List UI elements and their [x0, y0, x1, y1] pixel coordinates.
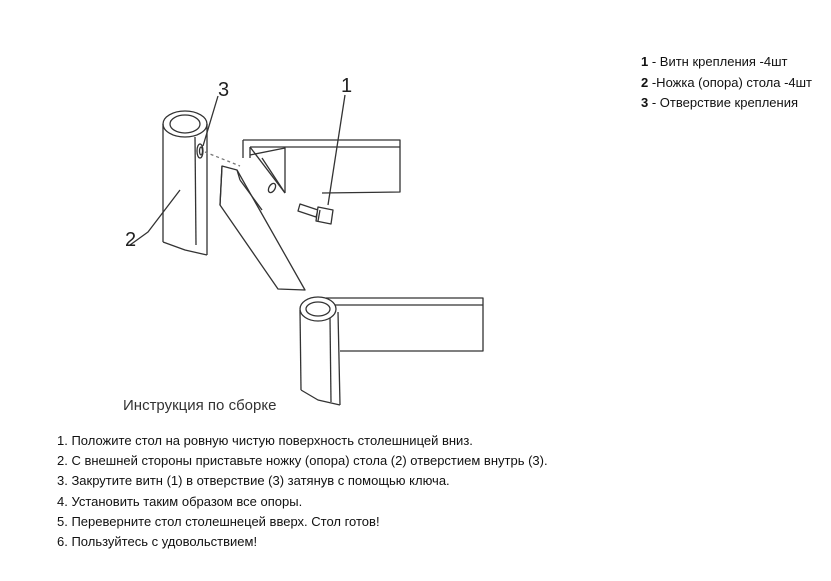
step-item: 1. Положите стол на ровную чистую поверх… [57, 433, 473, 448]
step-item: 5. Переверните стол столешнецей вверх. С… [57, 513, 380, 529]
legend-item: 3 - Отверствие крепления [641, 93, 812, 114]
callout-label-bolt: 1 [341, 75, 352, 97]
bolt [297, 203, 334, 225]
legend-number: 3 [641, 95, 649, 110]
step-item: 4. Установить таким образом все опоры. [57, 493, 303, 509]
corner-bracket [219, 165, 306, 291]
callout-line-leg [129, 189, 181, 246]
upper-rail [242, 139, 401, 194]
parts-legend: 1 - Витн крепления -4шт 2 -Ножка (опора)… [641, 52, 812, 114]
callout-line-bolt [327, 94, 346, 206]
alignment-line [204, 151, 241, 167]
diagram-caption: Инструкция по сборке [123, 397, 277, 414]
legend-text: -Ножка (опора) стола -4шт [648, 74, 813, 90]
legend-text: - Отверствие крепления [648, 95, 799, 110]
legend-item: 2 -Ножка (опора) стола -4шт [641, 73, 812, 94]
step-item: 6. Пользуйтесь с удовольствием! [57, 534, 258, 550]
lower-rail [326, 297, 484, 352]
step-item: 3. Закрутите витн (1) в отверствие (3) з… [57, 473, 450, 489]
step-item: 2. С внешней стороны приставьте ножку (о… [57, 453, 548, 469]
loose-leg [162, 110, 208, 256]
callout-line-hole [202, 95, 219, 147]
mounting-hole [196, 143, 204, 159]
legend-text: - Витн крепления -4шт [648, 54, 788, 69]
legend-item: 1 - Витн крепления -4шт [641, 52, 812, 73]
callout-label-leg: 2 [125, 229, 136, 251]
installed-leg [299, 296, 341, 406]
legend-number: 2 [641, 74, 649, 90]
legend-number: 1 [641, 54, 649, 69]
callout-label-hole: 3 [218, 79, 229, 101]
instruction-steps: 1. Положите стол на ровную чистую поверх… [57, 431, 548, 552]
